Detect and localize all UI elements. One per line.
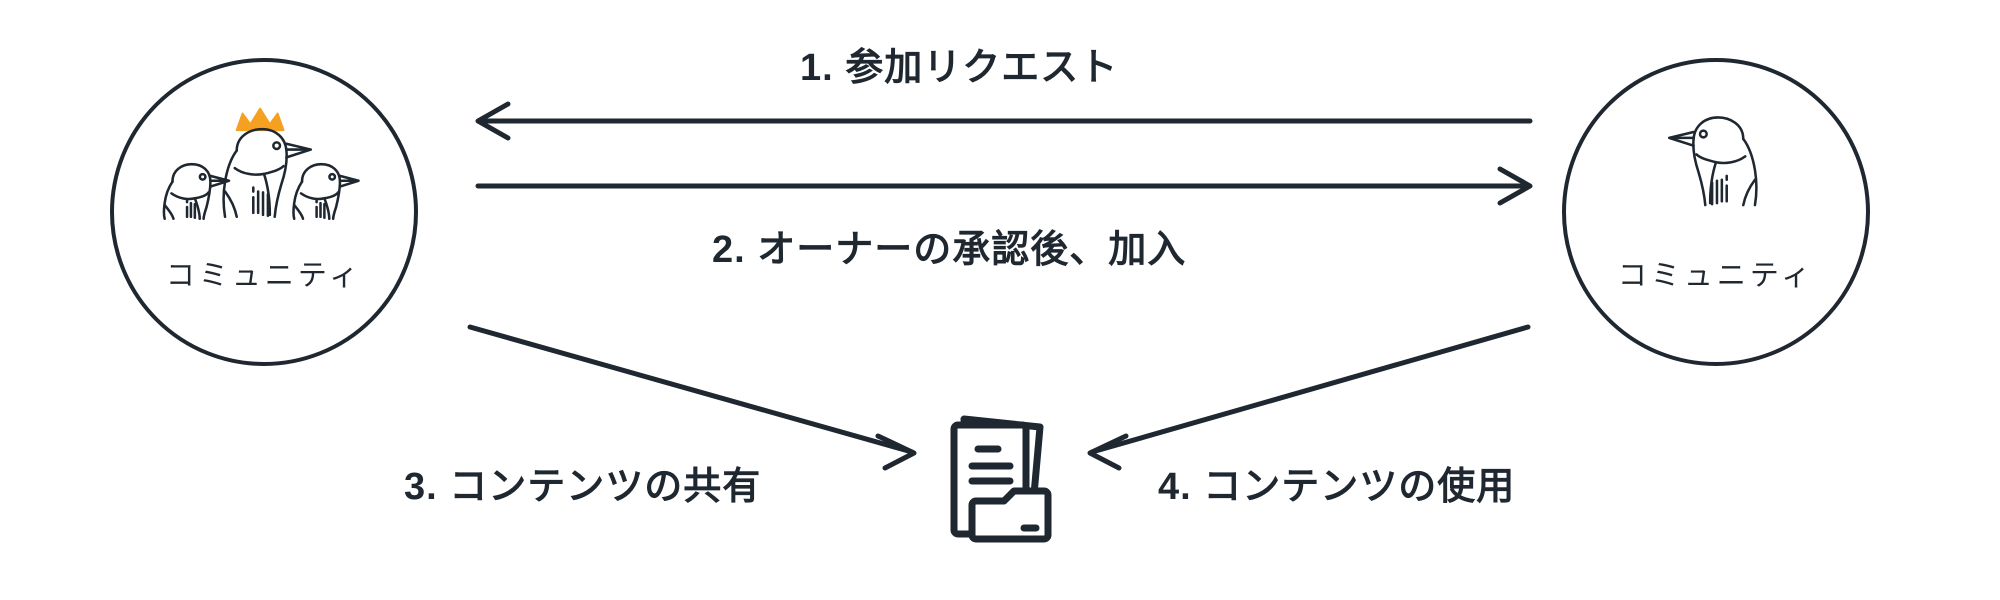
node-member-community[interactable]: コミュニティ (1562, 58, 1870, 366)
node-owner-community-label: コミュニティ (165, 260, 363, 292)
step-4-label: 4. コンテンツの使用 (1158, 466, 1516, 508)
node-owner-community[interactable]: コミュニティ (110, 58, 418, 366)
single-penguin-icon (1667, 116, 1758, 207)
arrow-step-2 (475, 166, 1533, 206)
documents-folder-icon[interactable] (940, 398, 1062, 548)
step-1-label: 1. 参加リクエスト (800, 47, 1119, 89)
three-penguins-with-crown-icon (162, 107, 360, 220)
arrow-step-1 (475, 101, 1533, 141)
arrow-step-4 (1087, 324, 1531, 471)
step-3-label: 3. コンテンツの共有 (404, 466, 762, 508)
step-2-label: 2. オーナーの承認後、加入 (712, 229, 1187, 271)
node-member-community-label: コミュニティ (1617, 260, 1815, 292)
arrow-step-3 (467, 324, 917, 471)
